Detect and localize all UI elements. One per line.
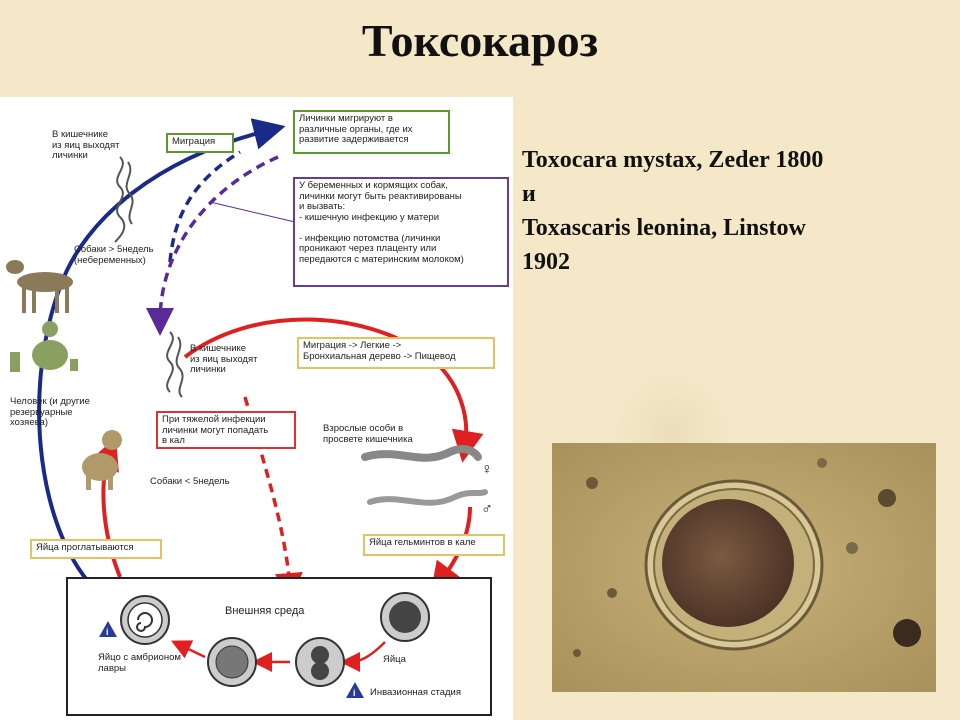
life-cycle-diagram: В кишечнике из яиц выходят личинки Мигра… <box>0 97 513 720</box>
dogs-under5-label: Собаки < 5недель <box>150 476 230 487</box>
pregnant-dogs-box: У беременных и кормящих собак, личинки м… <box>293 177 509 287</box>
invasive-stage-label: Инвазионная стадия <box>370 687 461 698</box>
child-icon <box>10 321 78 372</box>
migration-lungs-box: Миграция -> Легкие -> Бронхиальная дерев… <box>297 337 495 369</box>
male-worm-icon <box>367 489 488 506</box>
purple-dashed-arrow <box>146 155 279 336</box>
info-icon-left <box>99 621 117 637</box>
red-dashed-arrow <box>243 396 303 601</box>
mid-larvae-label: В кишечнике из яиц выходят личинки <box>190 343 258 375</box>
external-environment-label: Внешняя среда <box>225 605 305 617</box>
dogs-over5-label: Собаки > 5недель (небеременных) <box>74 244 154 266</box>
life-cycle-arrows <box>6 118 492 716</box>
egg-embryo <box>120 595 170 645</box>
eggs-swallowed-box: Яйца проглатываются <box>30 539 162 559</box>
male-symbol: ♂ <box>481 501 493 518</box>
heavy-infection-box: При тяжелой инфекции личинки могут попад… <box>156 411 296 449</box>
info-glyph-right: i <box>353 688 356 698</box>
egg-two-cell <box>295 637 345 687</box>
human-label: Человек (и другие резервуарные хозяева) <box>10 396 90 428</box>
eggs-label: Яйца <box>383 654 406 665</box>
purple-pointer-line <box>209 201 296 223</box>
species-line-3: Toxascaris leonina, Linstow <box>522 215 806 241</box>
larvae-migrate-box: Личинки мигрируют в различные органы, гд… <box>293 110 450 154</box>
egg-arrow-3 <box>170 640 206 659</box>
species-text: Toxocara mystax, Zeder 1800 и Toxascaris… <box>522 143 942 279</box>
info-glyph-left: i <box>106 627 109 637</box>
species-line-4: 1902 <box>522 249 570 275</box>
species-line-2: и <box>522 181 536 207</box>
female-symbol: ♀ <box>481 461 493 478</box>
puppy-icon <box>82 430 122 490</box>
larvae-top-icon <box>114 156 134 243</box>
adults-label: Взрослые особи в просвете кишечника <box>323 423 413 445</box>
species-line-1: Toxocara mystax, Zeder 1800 <box>522 147 824 173</box>
adult-dog-icon <box>6 260 73 313</box>
slide-title: Токсокароз <box>361 15 599 66</box>
toxocara-egg-photo <box>552 443 936 692</box>
embryo-egg-label: Яйцо с амбрионом лавры <box>98 652 181 674</box>
larvae-mid-icon <box>166 331 184 398</box>
egg-morula <box>207 637 257 687</box>
info-icon-right <box>346 682 364 698</box>
female-worm-icon <box>361 445 482 462</box>
top-larvae-label: В кишечнике из яиц выходят личинки <box>52 129 120 161</box>
egg-single-cell <box>380 592 430 642</box>
blue-dashed-arrow <box>168 150 241 263</box>
migration-box: Миграция <box>166 133 234 153</box>
egg-arrow-1 <box>340 641 386 672</box>
eggs-in-feces-box: Яйца гельминтов в кале <box>363 534 505 556</box>
